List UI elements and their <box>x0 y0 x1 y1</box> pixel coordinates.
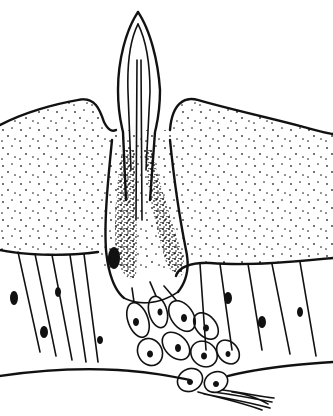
sensory-neurons <box>122 282 274 410</box>
epidermis-cells <box>0 252 333 380</box>
